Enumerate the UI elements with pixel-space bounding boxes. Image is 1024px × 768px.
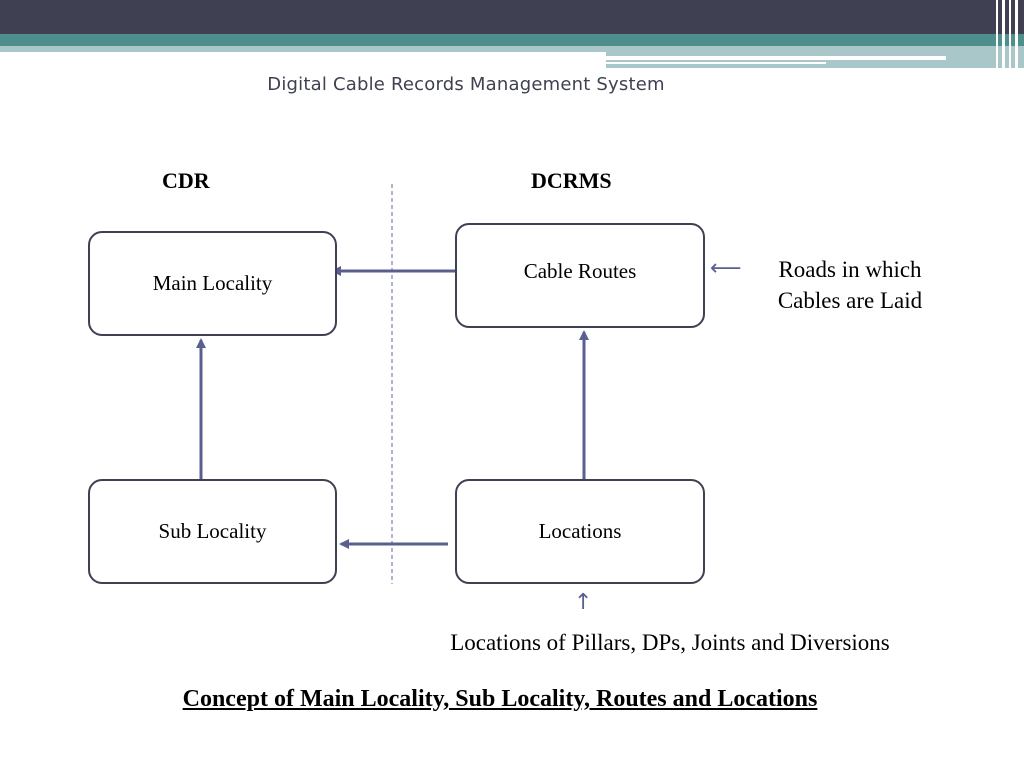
- header-band-gap: [606, 56, 946, 60]
- cable-routes-box: Cable Routes: [455, 223, 705, 328]
- pillars-annotation: Locations of Pillars, DPs, Joints and Di…: [450, 630, 890, 655]
- main-locality-box: Main Locality: [88, 231, 337, 336]
- sub-locality-box: Sub Locality: [88, 479, 337, 584]
- footer-caption: Concept of Main Locality, Sub Locality, …: [182, 686, 818, 712]
- sub-locality-label: Sub Locality: [158, 519, 267, 543]
- header-band-light: [0, 46, 1024, 52]
- locations-label: Locations: [538, 519, 622, 543]
- up-arrow-icon: ↑: [574, 590, 593, 615]
- column-heading-dcrms: DCRMS: [531, 168, 612, 193]
- left-arrow-icon: ⟵: [710, 256, 742, 281]
- roads-annotation: Roads in which Cables are Laid: [740, 254, 960, 316]
- main-locality-label: Main Locality: [152, 271, 273, 295]
- roads-annotation-line2: Cables are Laid: [777, 288, 923, 313]
- roads-annotation-line1: Roads in which: [778, 257, 922, 282]
- locations-box: Locations: [455, 479, 705, 584]
- header-band-line: [606, 62, 826, 64]
- slide-title: Digital Cable Records Management System: [267, 74, 665, 95]
- cable-routes-label: Cable Routes: [523, 259, 637, 283]
- column-heading-cdr: CDR: [162, 168, 210, 193]
- header-band-teal: [0, 34, 1024, 46]
- header-stripes: [994, 0, 1024, 68]
- header-band-dark: [0, 0, 1024, 34]
